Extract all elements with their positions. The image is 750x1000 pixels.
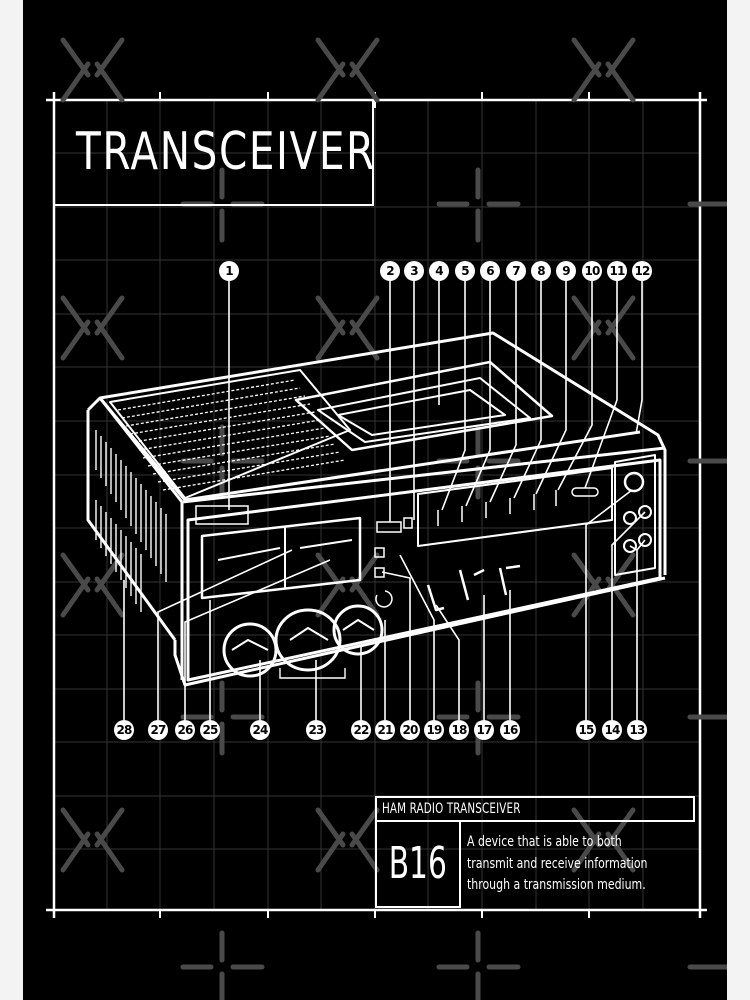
callout-22: 22 — [351, 720, 371, 740]
callout-8: 8 — [531, 261, 551, 281]
blueprint-drawing — [46, 37, 727, 1000]
description-line: A device that is able to both — [467, 834, 622, 850]
callout-21: 21 — [375, 720, 395, 740]
transceiver-illustration — [86, 331, 667, 687]
callout-25: 25 — [200, 720, 220, 740]
callout-27: 27 — [148, 720, 168, 740]
callout-4: 4 — [429, 261, 449, 281]
callout-16: 16 — [500, 720, 520, 740]
callout-6: 6 — [480, 261, 500, 281]
callout-17: 17 — [474, 720, 494, 740]
info-box: HAM RADIO TRANSCEIVER B16 A device that … — [375, 796, 695, 908]
callout-11: 11 — [607, 261, 627, 281]
callout-1: 1 — [219, 261, 239, 281]
callout-5: 5 — [455, 261, 475, 281]
side-vents — [95, 430, 167, 612]
callout-13: 13 — [627, 720, 647, 740]
callout-24: 24 — [250, 720, 270, 740]
callout-7: 7 — [506, 261, 526, 281]
callout-12: 12 — [632, 261, 652, 281]
callout-19: 19 — [424, 720, 444, 740]
callout-3: 3 — [404, 261, 424, 281]
frame-ticks — [159, 92, 590, 918]
callout-2: 2 — [380, 261, 400, 281]
title-box: TRANSCEIVER — [54, 100, 374, 206]
info-heading: HAM RADIO TRANSCEIVER — [375, 796, 695, 822]
callout-26: 26 — [175, 720, 195, 740]
info-code: B16 — [375, 820, 461, 908]
callout-28: 28 — [114, 720, 134, 740]
callout-15: 15 — [576, 720, 596, 740]
callout-leaders-bottom — [123, 489, 646, 720]
panel-details — [195, 487, 599, 608]
callout-leaders-top — [228, 281, 643, 522]
callout-20: 20 — [400, 720, 420, 740]
page-title: TRANSCEIVER — [76, 122, 376, 182]
callout-9: 9 — [556, 261, 576, 281]
speaker-grille-pattern — [117, 379, 346, 491]
callout-14: 14 — [602, 720, 622, 740]
grid-lines — [54, 100, 700, 910]
description-line: through a transmission medium. — [467, 877, 646, 893]
callout-10: 10 — [582, 261, 602, 281]
description-line: transmit and receive information — [467, 855, 648, 872]
frame — [46, 92, 707, 918]
info-description: A device that is able to both transmit a… — [467, 832, 697, 897]
callout-18: 18 — [449, 720, 469, 740]
callout-23: 23 — [306, 720, 326, 740]
